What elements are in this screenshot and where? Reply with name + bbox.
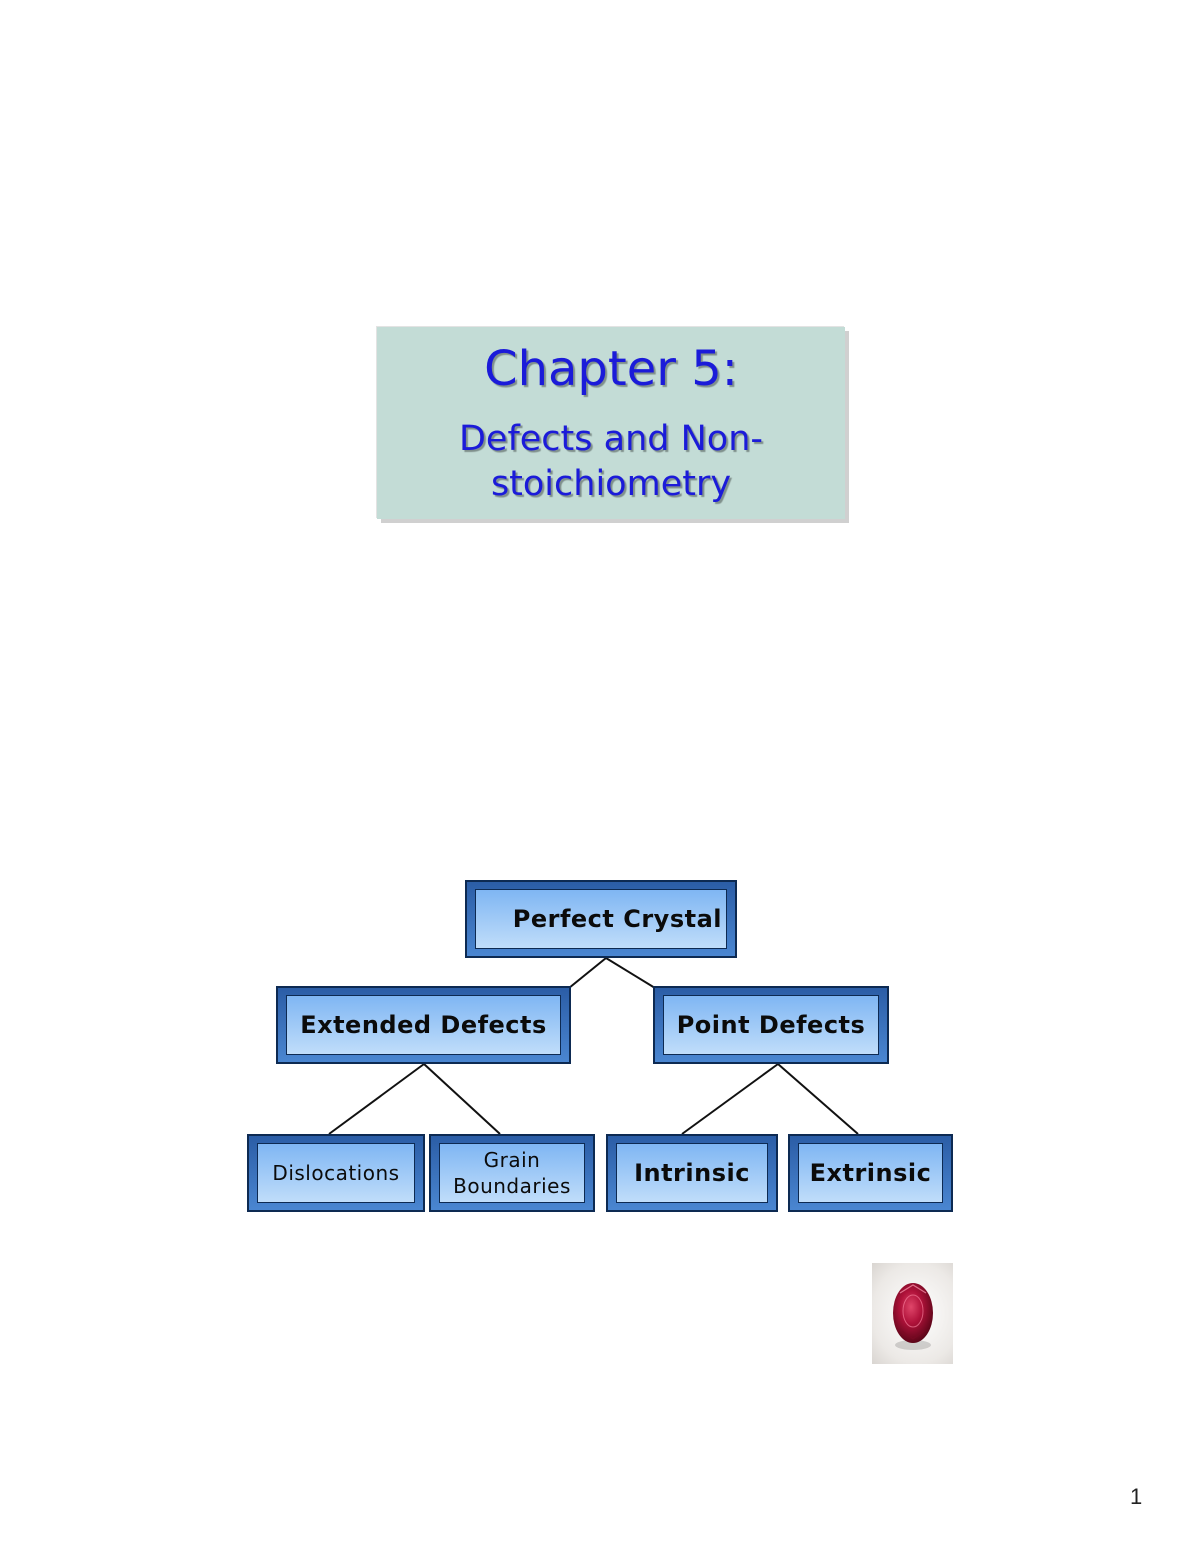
- subtitle-line-1: Defects and Non-: [458, 419, 764, 459]
- connector-root-right: [605, 957, 656, 989]
- subtitle-line-2: stoichiometry: [490, 464, 732, 504]
- node-extrinsic: Extrinsic: [788, 1134, 953, 1212]
- node-grain-boundaries-label: Grain Boundaries: [439, 1143, 585, 1203]
- connector-point-extrinsic: [777, 1063, 859, 1135]
- node-extended-defects-label: Extended Defects: [286, 995, 561, 1055]
- node-intrinsic: Intrinsic: [606, 1134, 778, 1212]
- node-dislocations-label: Dislocations: [257, 1143, 415, 1203]
- connector-root-left: [568, 957, 607, 989]
- chapter-subtitle: Defects and Non- stoichiometry: [377, 417, 845, 507]
- node-perfect-crystal-label: Perfect Crystal: [475, 889, 727, 949]
- grain-line-2: Boundaries: [453, 1174, 571, 1198]
- page-number: 1: [1130, 1484, 1143, 1509]
- node-intrinsic-label: Intrinsic: [616, 1143, 768, 1203]
- node-grain-boundaries: Grain Boundaries: [429, 1134, 595, 1212]
- node-dislocations: Dislocations: [247, 1134, 425, 1212]
- node-point-defects-label: Point Defects: [663, 995, 879, 1055]
- node-extended-defects: Extended Defects: [276, 986, 571, 1064]
- connector-point-intrinsic: [681, 1063, 779, 1135]
- ruby-gem-image: [872, 1263, 953, 1364]
- chapter-title: Chapter 5:: [484, 341, 738, 397]
- grain-line-1: Grain: [483, 1148, 541, 1172]
- connector-extended-dislocations: [328, 1063, 425, 1135]
- node-extrinsic-label: Extrinsic: [798, 1143, 943, 1203]
- node-point-defects: Point Defects: [653, 986, 889, 1064]
- node-perfect-crystal: Perfect Crystal: [465, 880, 737, 958]
- title-card: Chapter 5: Defects and Non- stoichiometr…: [377, 327, 845, 519]
- connector-extended-grain: [423, 1063, 501, 1135]
